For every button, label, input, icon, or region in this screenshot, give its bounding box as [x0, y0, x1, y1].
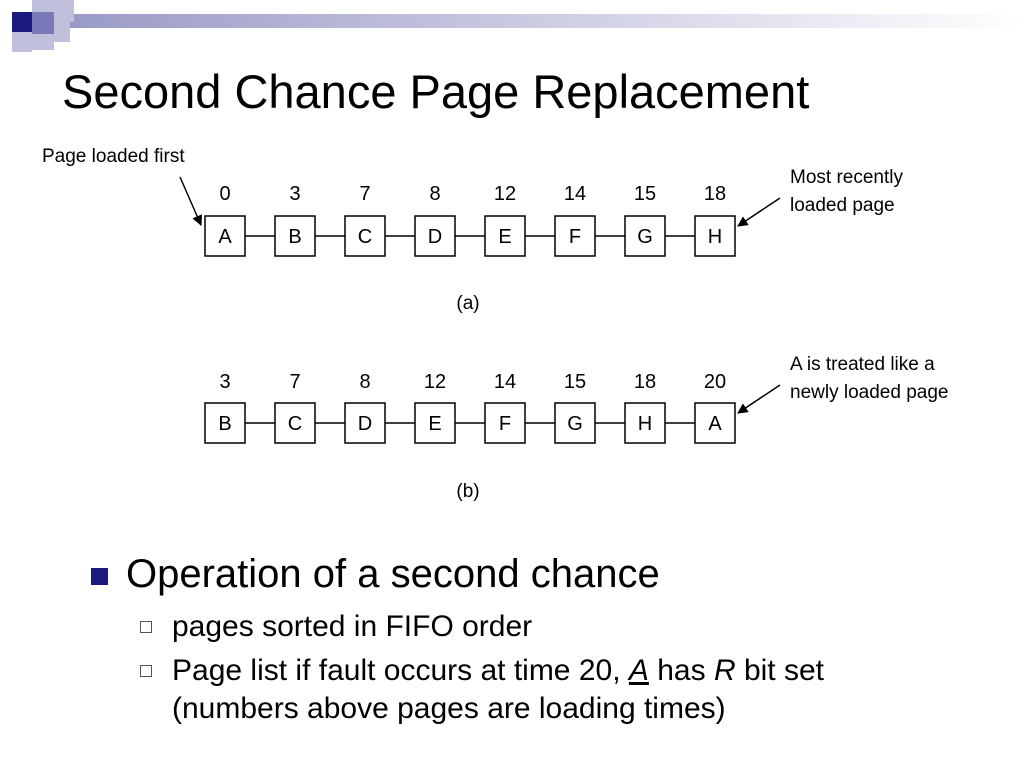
- row-a-page-box: [624, 215, 666, 257]
- row-b-page-box: [274, 402, 316, 444]
- row-a-page-box: [484, 215, 526, 257]
- row-b-page-label: A: [708, 413, 722, 435]
- row-b-load-time: 18: [634, 371, 656, 393]
- row-b-page-box: [344, 402, 386, 444]
- arrow-recent: [737, 197, 781, 227]
- row-a-load-time: 14: [564, 183, 586, 205]
- row-a-page-box: [414, 215, 456, 257]
- row-a-load-time: 7: [359, 183, 370, 205]
- filled-square-bullet-icon: [91, 568, 108, 585]
- caption-a: (a): [456, 293, 479, 314]
- row-a-page-box: [554, 215, 596, 257]
- row-b-load-time: 3: [219, 371, 230, 393]
- label-page-loaded-first: Page loaded first: [42, 146, 185, 167]
- row-b-page-box: [484, 402, 526, 444]
- arrow-a-treated: [737, 384, 781, 414]
- header-decoration: [12, 0, 1024, 52]
- slide-title: Second Chance Page Replacement: [62, 65, 810, 118]
- row-a-load-time: 8: [429, 183, 440, 205]
- hollow-square-bullet-icon: [140, 621, 152, 633]
- arrow-first: [179, 176, 203, 226]
- row-b-page-label: E: [428, 413, 441, 435]
- row-b-load-time: 7: [289, 371, 300, 393]
- label-a-treated-1: A is treated like a: [790, 354, 935, 375]
- row-a-load-time: 12: [494, 183, 516, 205]
- row-b-page-label: H: [638, 413, 652, 435]
- row-a-page-box: [274, 215, 316, 257]
- sub-bullet-1-text: pages sorted in FIFO order: [172, 610, 533, 643]
- row-b-load-time: 20: [704, 371, 726, 393]
- row-b-load-time: 12: [424, 371, 446, 393]
- hollow-square-bullet-icon: [140, 665, 152, 677]
- variable-a: A: [628, 654, 649, 687]
- row-b-page-box: [694, 402, 736, 444]
- row-b-page-box: [554, 402, 596, 444]
- sub-bullet-2-text: Page list if fault occurs at time 20, A …: [172, 654, 824, 725]
- page-list-b: B 3C 7D 8E 12F 14G 15H 18A 20: [204, 371, 736, 444]
- row-a-page-label: D: [428, 226, 442, 248]
- row-a-page-box: [204, 215, 246, 257]
- row-a-load-time: 0: [219, 183, 230, 205]
- row-a-page-box: [694, 215, 736, 257]
- label-most-recent-1: Most recently: [790, 167, 903, 188]
- row-b-load-time: 8: [359, 371, 370, 393]
- row-a-load-time: 3: [289, 183, 300, 205]
- row-b-page-label: G: [567, 413, 583, 435]
- row-a-page-label: F: [569, 226, 581, 248]
- sub-bullet-2-line2: (numbers above pages are loading times): [172, 692, 726, 725]
- row-a-page-box: [344, 215, 386, 257]
- row-b-page-label: D: [358, 413, 372, 435]
- label-a-treated-2: newly loaded page: [790, 382, 948, 403]
- row-a-load-time: 18: [704, 183, 726, 205]
- row-b-load-time: 14: [494, 371, 516, 393]
- row-b-page-box: [624, 402, 666, 444]
- row-a-page-label: B: [288, 226, 301, 248]
- row-a-page-label: C: [358, 226, 372, 248]
- row-b-page-label: F: [499, 413, 511, 435]
- row-a-page-label: A: [218, 226, 232, 248]
- row-b-load-time: 15: [564, 371, 586, 393]
- label-most-recent-2: loaded page: [790, 195, 895, 216]
- row-a-page-label: E: [498, 226, 511, 248]
- variable-r: R: [713, 654, 736, 687]
- row-b-page-box: [204, 402, 246, 444]
- row-b-page-label: C: [288, 413, 302, 435]
- caption-b: (b): [456, 481, 479, 502]
- bullet-main-text: Operation of a second chance: [126, 552, 660, 596]
- row-b-page-box: [414, 402, 456, 444]
- row-b-page-label: B: [218, 413, 231, 435]
- row-a-page-label: G: [637, 226, 653, 248]
- row-a-page-label: H: [708, 226, 722, 248]
- page-list-a: A 0B 3C 7D 8E 12F 14G 15H 18: [204, 183, 736, 257]
- row-a-load-time: 15: [634, 183, 656, 205]
